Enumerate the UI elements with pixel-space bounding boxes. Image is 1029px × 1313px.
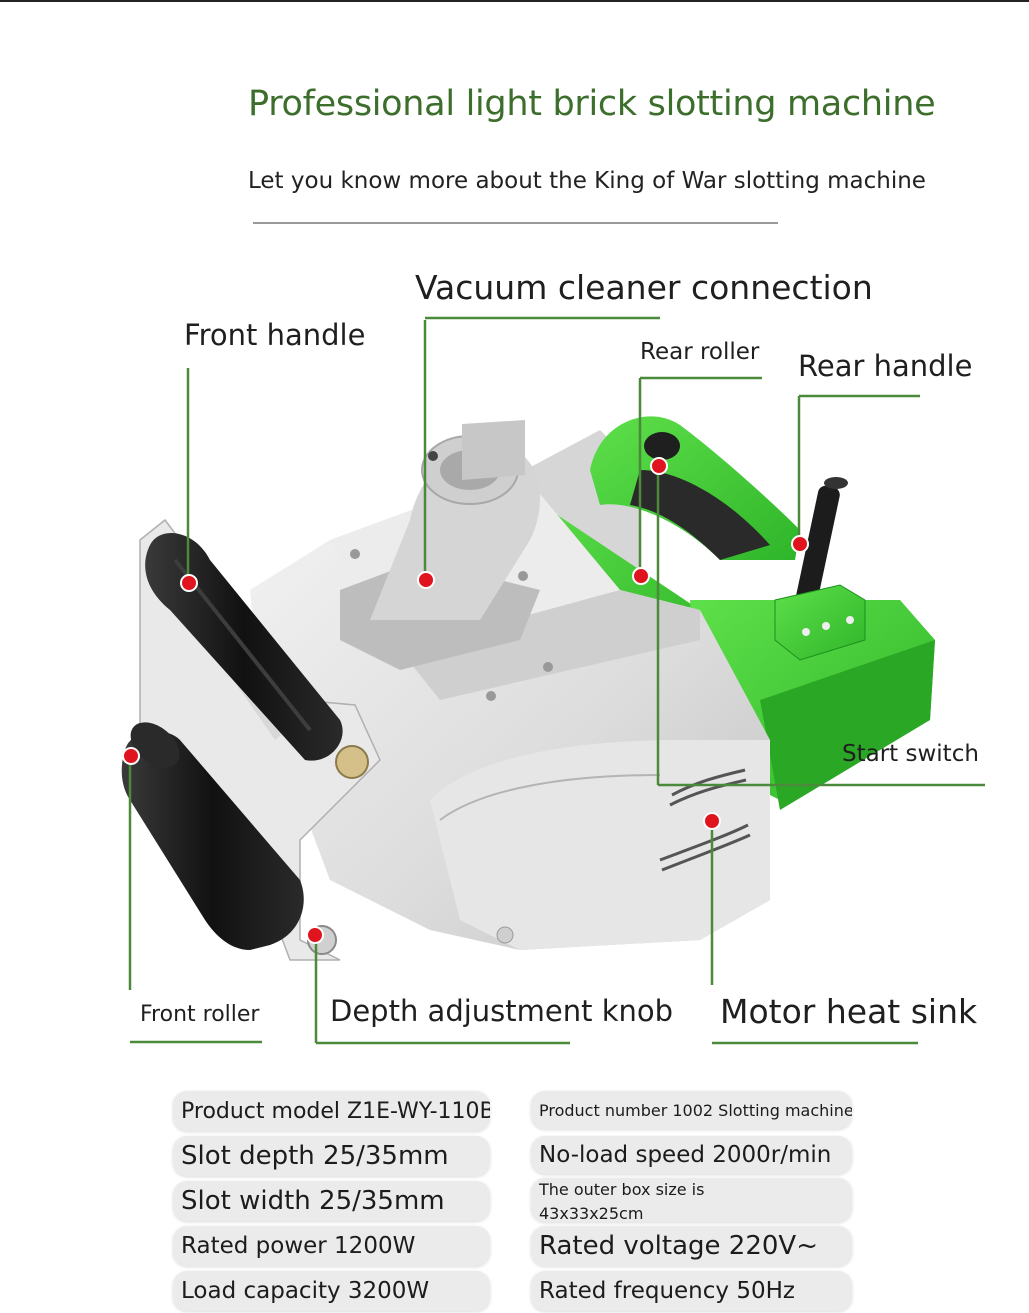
page-subtitle: Let you know more about the King of War …: [248, 168, 926, 194]
spec-slot-width: Slot width 25/35mm: [173, 1181, 490, 1221]
top-border: [0, 0, 1029, 2]
markers: [122, 457, 809, 944]
spec-no-load-speed: No-load speed 2000r/min: [531, 1136, 852, 1174]
leader-lines: [128, 316, 985, 1045]
marker-front-roller: [122, 747, 140, 765]
spec-slot-depth: Slot depth 25/35mm: [173, 1136, 490, 1176]
label-front-handle: Front handle: [184, 318, 366, 352]
vacuum-connector: [340, 420, 540, 670]
label-rear-roller: Rear roller: [640, 339, 760, 365]
marker-depth-knob: [306, 926, 324, 944]
subtitle-divider: [253, 222, 778, 224]
spec-box-size-text: The outer box size is 43x33x25cm: [539, 1180, 705, 1222]
marker-rear-roller: [632, 567, 650, 585]
spec-load-capacity: Load capacity 3200W: [173, 1271, 490, 1311]
spec-rated-power: Rated power 1200W: [173, 1226, 490, 1266]
marker-vacuum: [417, 571, 435, 589]
spec-product-model: Product model Z1E-WY-110B: [173, 1091, 490, 1131]
spec-rated-frequency: Rated frequency 50Hz: [531, 1271, 852, 1311]
start-switch-shape: [774, 477, 866, 661]
label-depth-adjustment-knob: Depth adjustment knob: [330, 994, 674, 1028]
marker-rear-roller-top: [650, 457, 668, 475]
spec-product-number: Product number 1002 Slotting machine: [531, 1091, 852, 1129]
rear-handle-shape: [590, 416, 800, 560]
label-start-switch: Start switch: [842, 741, 979, 767]
spec-box-size: The outer box size is 43x33x25cm: [531, 1178, 852, 1222]
marker-heat-sink: [703, 812, 721, 830]
label-vacuum-connection: Vacuum cleaner connection: [415, 268, 873, 307]
front-roller-shape: [121, 722, 304, 950]
marker-rear-handle: [791, 535, 809, 553]
marker-front-handle: [180, 574, 198, 592]
page-title: Professional light brick slotting machin…: [248, 84, 936, 124]
spec-rated-voltage: Rated voltage 220V~: [531, 1226, 852, 1266]
label-motor-heat-sink: Motor heat sink: [720, 992, 978, 1031]
label-front-roller: Front roller: [140, 1002, 260, 1027]
label-rear-handle: Rear handle: [798, 349, 973, 383]
